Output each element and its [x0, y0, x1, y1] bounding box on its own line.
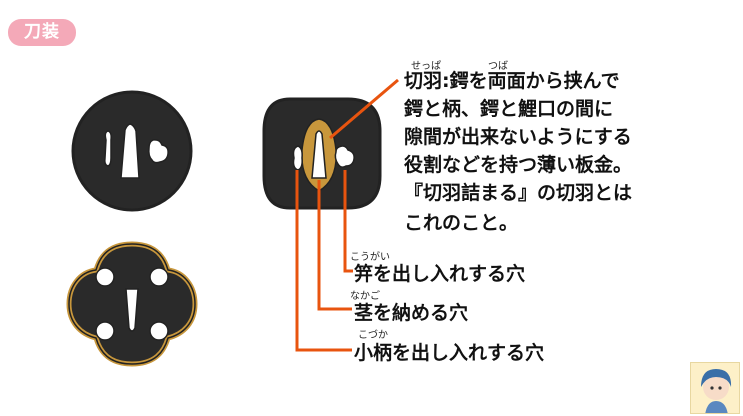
leader-lines	[295, 78, 399, 352]
round-tsuba	[71, 90, 193, 212]
avatar-illustration	[701, 369, 732, 413]
inome-hole-tl	[95, 267, 115, 287]
square-tsuba	[262, 97, 382, 210]
ruby-kozuka: こづか	[358, 330, 388, 341]
nakago-ana-center	[311, 130, 327, 179]
description-line-4: 役割などを持つ薄い板金。	[404, 154, 633, 176]
mokko-tsuba	[66, 241, 198, 367]
kozuka-hitsu	[104, 130, 112, 167]
description-line-5: 『切羽詰まる』の切羽とは	[404, 182, 633, 204]
section-badge: 刀装	[8, 19, 76, 46]
description-line-3: 隙間が出来ないようにする	[404, 126, 632, 148]
nakago-ana-2	[125, 288, 139, 332]
leader-nakago	[317, 180, 352, 311]
label-kozuka-hole: 小柄を出し入れする穴	[354, 342, 545, 364]
ruby-tsuba: つば	[488, 61, 508, 72]
ruby-seppa: せっぱ	[411, 61, 441, 72]
character-avatar	[690, 362, 740, 414]
ruby-nakago: なかご	[350, 291, 380, 302]
description-line-1: 切羽:鍔を両面から挟んで	[404, 70, 620, 92]
kogai-hitsu	[148, 139, 169, 164]
inome-hole-bl	[95, 321, 115, 341]
label-nakago-hole: 茎を納める穴	[354, 302, 469, 324]
kozuka-hitsu-center	[292, 145, 303, 171]
nakago-ana	[120, 123, 140, 179]
description-line-2: 鍔と柄、鍔と鯉口の間に	[404, 98, 614, 120]
description-line-6: これのこと。	[404, 212, 519, 234]
leader-kogai	[343, 170, 353, 273]
kogai-hitsu-center	[334, 145, 355, 168]
inome-hole-tr	[149, 267, 169, 287]
label-kogai-hole: 笄を出し入れする穴	[354, 263, 526, 285]
leader-seppa	[329, 78, 399, 140]
inome-hole-br	[149, 321, 169, 341]
ruby-kogai: こうがい	[350, 252, 390, 263]
leader-kozuka	[295, 170, 352, 352]
